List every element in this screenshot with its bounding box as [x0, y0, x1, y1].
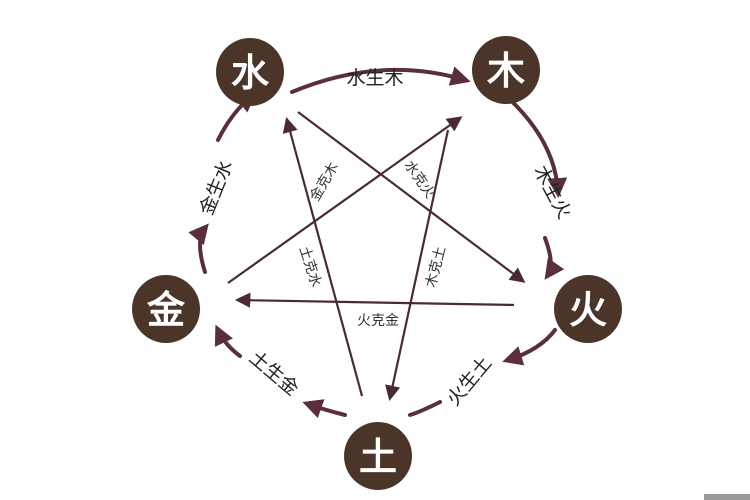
node-earth: 土 — [344, 422, 412, 490]
gen-label-fire-earth: 火生土 — [443, 352, 497, 410]
corner-badge — [704, 494, 750, 500]
gen-label-metal-water: 金生水 — [196, 157, 238, 218]
node-fire: 火 — [554, 275, 622, 343]
gen-label-earth-metal: 土生金 — [245, 347, 303, 401]
gen-label-water-wood: 水生木 — [346, 67, 403, 89]
star-wood-earth — [385, 129, 450, 402]
node-fire-label: 火 — [569, 288, 607, 332]
gen-label-wood-fire: 木生火 — [529, 162, 575, 223]
star-metal-wood — [227, 116, 463, 284]
arc-metal-water — [188, 223, 209, 274]
arc-earth-metal-2 — [214, 324, 242, 358]
star-fire-metal — [234, 292, 515, 308]
ctrl-label-wood-earth: 木克土 — [423, 245, 449, 290]
arc-fire-earth-2 — [408, 400, 442, 417]
node-earth-label: 土 — [359, 435, 397, 479]
arc-water-wood — [290, 66, 471, 94]
node-metal-label: 金 — [146, 288, 186, 332]
ctrl-label-water-fire: 水克火 — [401, 158, 438, 202]
node-water: 水 — [216, 38, 284, 106]
arc-fire-earth — [502, 328, 557, 366]
node-metal: 金 — [132, 275, 200, 343]
arc-earth-metal — [302, 399, 347, 419]
node-water-label: 水 — [231, 51, 270, 95]
arc-wood-fire — [503, 93, 568, 198]
ctrl-label-metal-wood: 金克木 — [307, 160, 342, 204]
star-water-fire — [297, 111, 526, 283]
star-earth-water — [282, 117, 364, 397]
ctrl-label-earth-water: 土克水 — [296, 244, 324, 289]
node-wood-label: 木 — [487, 49, 525, 93]
arc-wood-fire-2 — [543, 236, 565, 280]
node-wood: 木 — [472, 36, 540, 104]
ctrl-label-fire-metal: 火克金 — [357, 313, 399, 329]
